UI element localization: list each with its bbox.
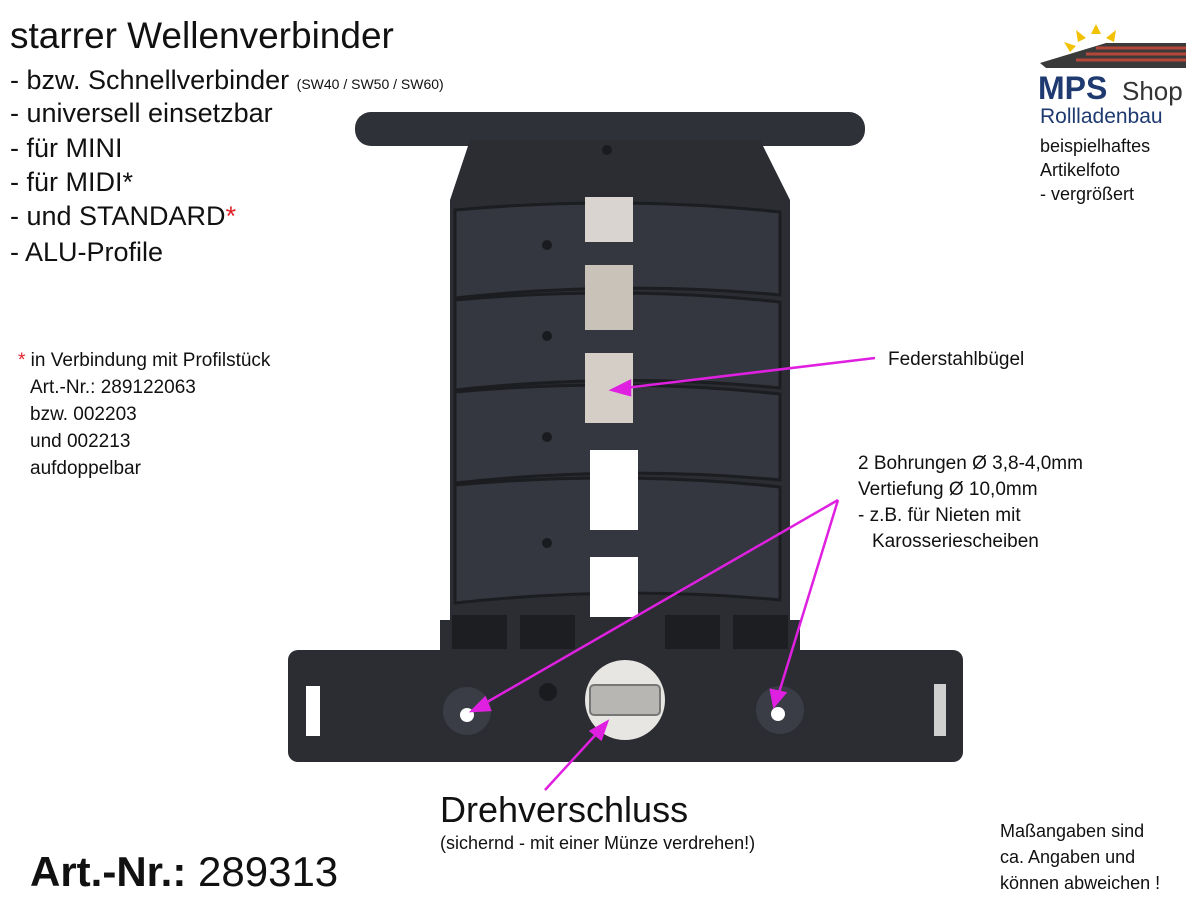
photo-note-line: Artikelfoto xyxy=(1040,160,1121,180)
logo-shop: Shop xyxy=(1122,76,1183,106)
disclaimer: Maßangaben sind ca. Angaben und können a… xyxy=(1000,818,1160,896)
bullet-mini: - für MINI xyxy=(10,133,123,163)
annotation-arrows xyxy=(468,356,876,791)
footnote-line: * in Verbindung mit Profilstück xyxy=(18,347,270,374)
footnote: * in Verbindung mit Profilstück Art.-Nr.… xyxy=(18,347,270,482)
bullet-standard: - und STANDARD* xyxy=(10,200,236,232)
disclaimer-line: ca. Angaben und xyxy=(1000,847,1136,867)
footnote-line: und 002213 xyxy=(30,431,131,452)
rotary-lock-subtitle: (sichernd - mit einer Münze verdrehen!) xyxy=(440,833,756,853)
disclaimer-line: Maßangaben sind xyxy=(1000,821,1145,841)
footnote-text: in Verbindung mit Profilstück xyxy=(25,350,271,371)
bullet-quick-connector: - bzw. Schnellverbinder (SW40 / SW50 / S… xyxy=(10,64,444,100)
bullet-universal: - universell einsetzbar xyxy=(10,98,273,128)
photo-note-line: - vergrößert xyxy=(1040,184,1135,204)
dimples xyxy=(542,145,612,548)
rotary-lock-title: Drehverschluss xyxy=(440,789,689,830)
article-value: 289313 xyxy=(198,848,339,895)
end-slot-left xyxy=(306,686,320,736)
spring-steel-windows xyxy=(585,197,638,617)
footnote-asterisk: * xyxy=(18,350,26,371)
spring-steel-label: Federstahlbügel xyxy=(888,349,1025,370)
asterisk-red: * xyxy=(225,201,237,231)
ribs xyxy=(453,201,782,605)
holes-label: 2 Bohrungen Ø 3,8-4,0mm xyxy=(858,453,1083,474)
footnote-line: aufdoppelbar xyxy=(30,458,141,479)
footnote-line: bzw. 002203 xyxy=(30,404,137,425)
photo-note: beispielhaftes Artikelfoto - vergrößert xyxy=(1040,134,1150,206)
photo-note-line: beispielhaftes xyxy=(1040,136,1151,156)
bullet-alu: - ALU-Profile xyxy=(10,237,164,267)
bullet-small-note: (SW40 / SW50 / SW60) xyxy=(296,76,444,92)
page-title: starrer Wellenverbinder xyxy=(10,15,394,56)
vent-slots xyxy=(452,615,788,649)
depression-label: Vertiefung Ø 10,0mm xyxy=(858,479,1038,500)
top-rod xyxy=(355,112,865,146)
rivets-label: - z.B. für Nieten mit xyxy=(858,505,1021,526)
bullet-midi: - für MIDI* xyxy=(10,167,134,197)
logo-subtitle: Rollladenbau xyxy=(1040,105,1163,128)
sun-roof-logo-icon xyxy=(1040,24,1186,68)
bullet-text: - und STANDARD xyxy=(10,201,226,231)
footnote-line: Art.-Nr.: 289122063 xyxy=(30,377,196,398)
disclaimer-line: können abweichen ! xyxy=(1000,873,1161,893)
article-label: Art.-Nr.: xyxy=(30,848,187,895)
washers-label: Karosseriescheiben xyxy=(872,531,1039,552)
end-slot-right xyxy=(934,684,946,736)
article-number: Art.-Nr.: 289313 xyxy=(30,848,338,896)
logo-brand: MPS xyxy=(1038,70,1108,106)
bullet-text: - bzw. Schnellverbinder xyxy=(10,65,290,95)
